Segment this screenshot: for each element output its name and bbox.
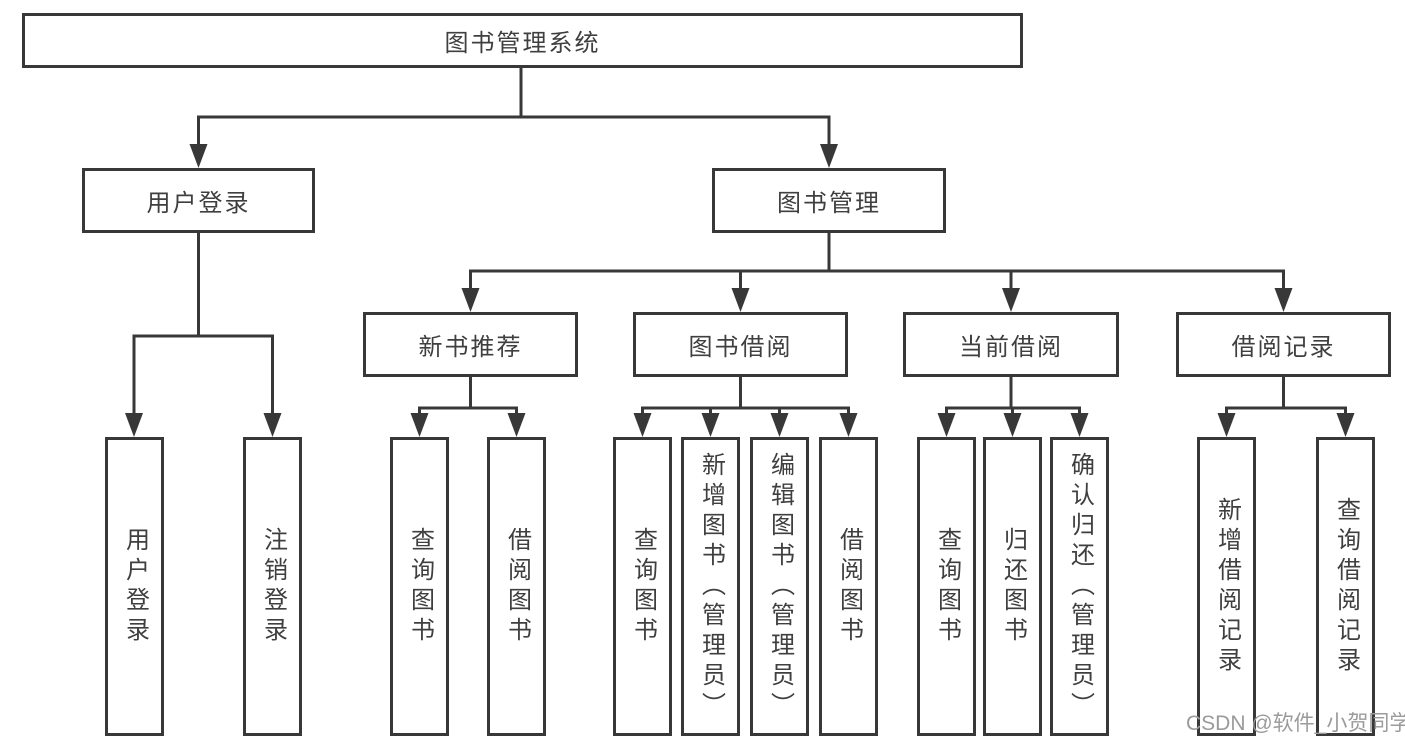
node-label: 用户登录	[121, 526, 149, 647]
node-label: 借阅图书	[503, 526, 531, 647]
node-leaf-borrow-books: 借阅图书	[487, 437, 546, 736]
node-user-login: 用户登录	[82, 168, 315, 233]
csdn-watermark: CSDN @软件_小贺同学	[1186, 712, 1405, 735]
node-leaf-query-borrow-record: 查询借阅记录	[1316, 437, 1375, 736]
node-label: 新增图书（管理员）	[697, 451, 725, 722]
node-label: 新增借阅记录	[1213, 496, 1241, 677]
node-label: 新书推荐	[418, 334, 523, 361]
node-label: 用户登录	[146, 190, 251, 217]
node-library-management-system: 图书管理系统	[22, 13, 1023, 68]
node-current-borrow: 当前借阅	[903, 312, 1119, 377]
node-leaf-borrow-books-2: 借阅图书	[819, 437, 878, 736]
node-book-borrow: 图书借阅	[633, 312, 848, 377]
node-leaf-confirm-return-admin: 确认归还（管理员）	[1050, 437, 1109, 736]
node-leaf-edit-book-admin: 编辑图书（管理员）	[750, 437, 809, 736]
node-label: 图书管理	[777, 190, 881, 217]
node-label: 编辑图书（管理员）	[766, 451, 794, 722]
node-leaf-return-book: 归还图书	[983, 437, 1042, 736]
node-label: 查询图书	[406, 526, 434, 647]
node-label: 图书管理系统	[444, 30, 601, 57]
node-label: 图书借阅	[688, 334, 793, 361]
node-leaf-query-books-2: 查询图书	[613, 437, 672, 736]
node-label: 当前借阅	[959, 334, 1063, 361]
node-label: 查询图书	[933, 526, 961, 647]
node-borrow-records: 借阅记录	[1176, 312, 1391, 377]
node-label: 借阅图书	[835, 526, 863, 647]
node-label: 查询图书	[629, 526, 657, 647]
node-label: 查询借阅记录	[1332, 496, 1360, 677]
node-label: 注销登录	[259, 526, 287, 647]
node-label: 确认归还（管理员）	[1066, 451, 1094, 722]
node-leaf-query-books: 查询图书	[390, 437, 449, 736]
node-label: 归还图书	[999, 526, 1027, 647]
node-leaf-user-login: 用户登录	[105, 437, 164, 736]
node-new-book-recommend: 新书推荐	[363, 312, 578, 377]
node-leaf-query-books-3: 查询图书	[917, 437, 976, 736]
node-leaf-logout: 注销登录	[243, 437, 302, 736]
node-label: 借阅记录	[1231, 334, 1336, 361]
node-book-management: 图书管理	[712, 168, 946, 233]
node-leaf-add-borrow-record: 新增借阅记录	[1197, 437, 1256, 736]
node-leaf-add-book-admin: 新增图书（管理员）	[681, 437, 740, 736]
